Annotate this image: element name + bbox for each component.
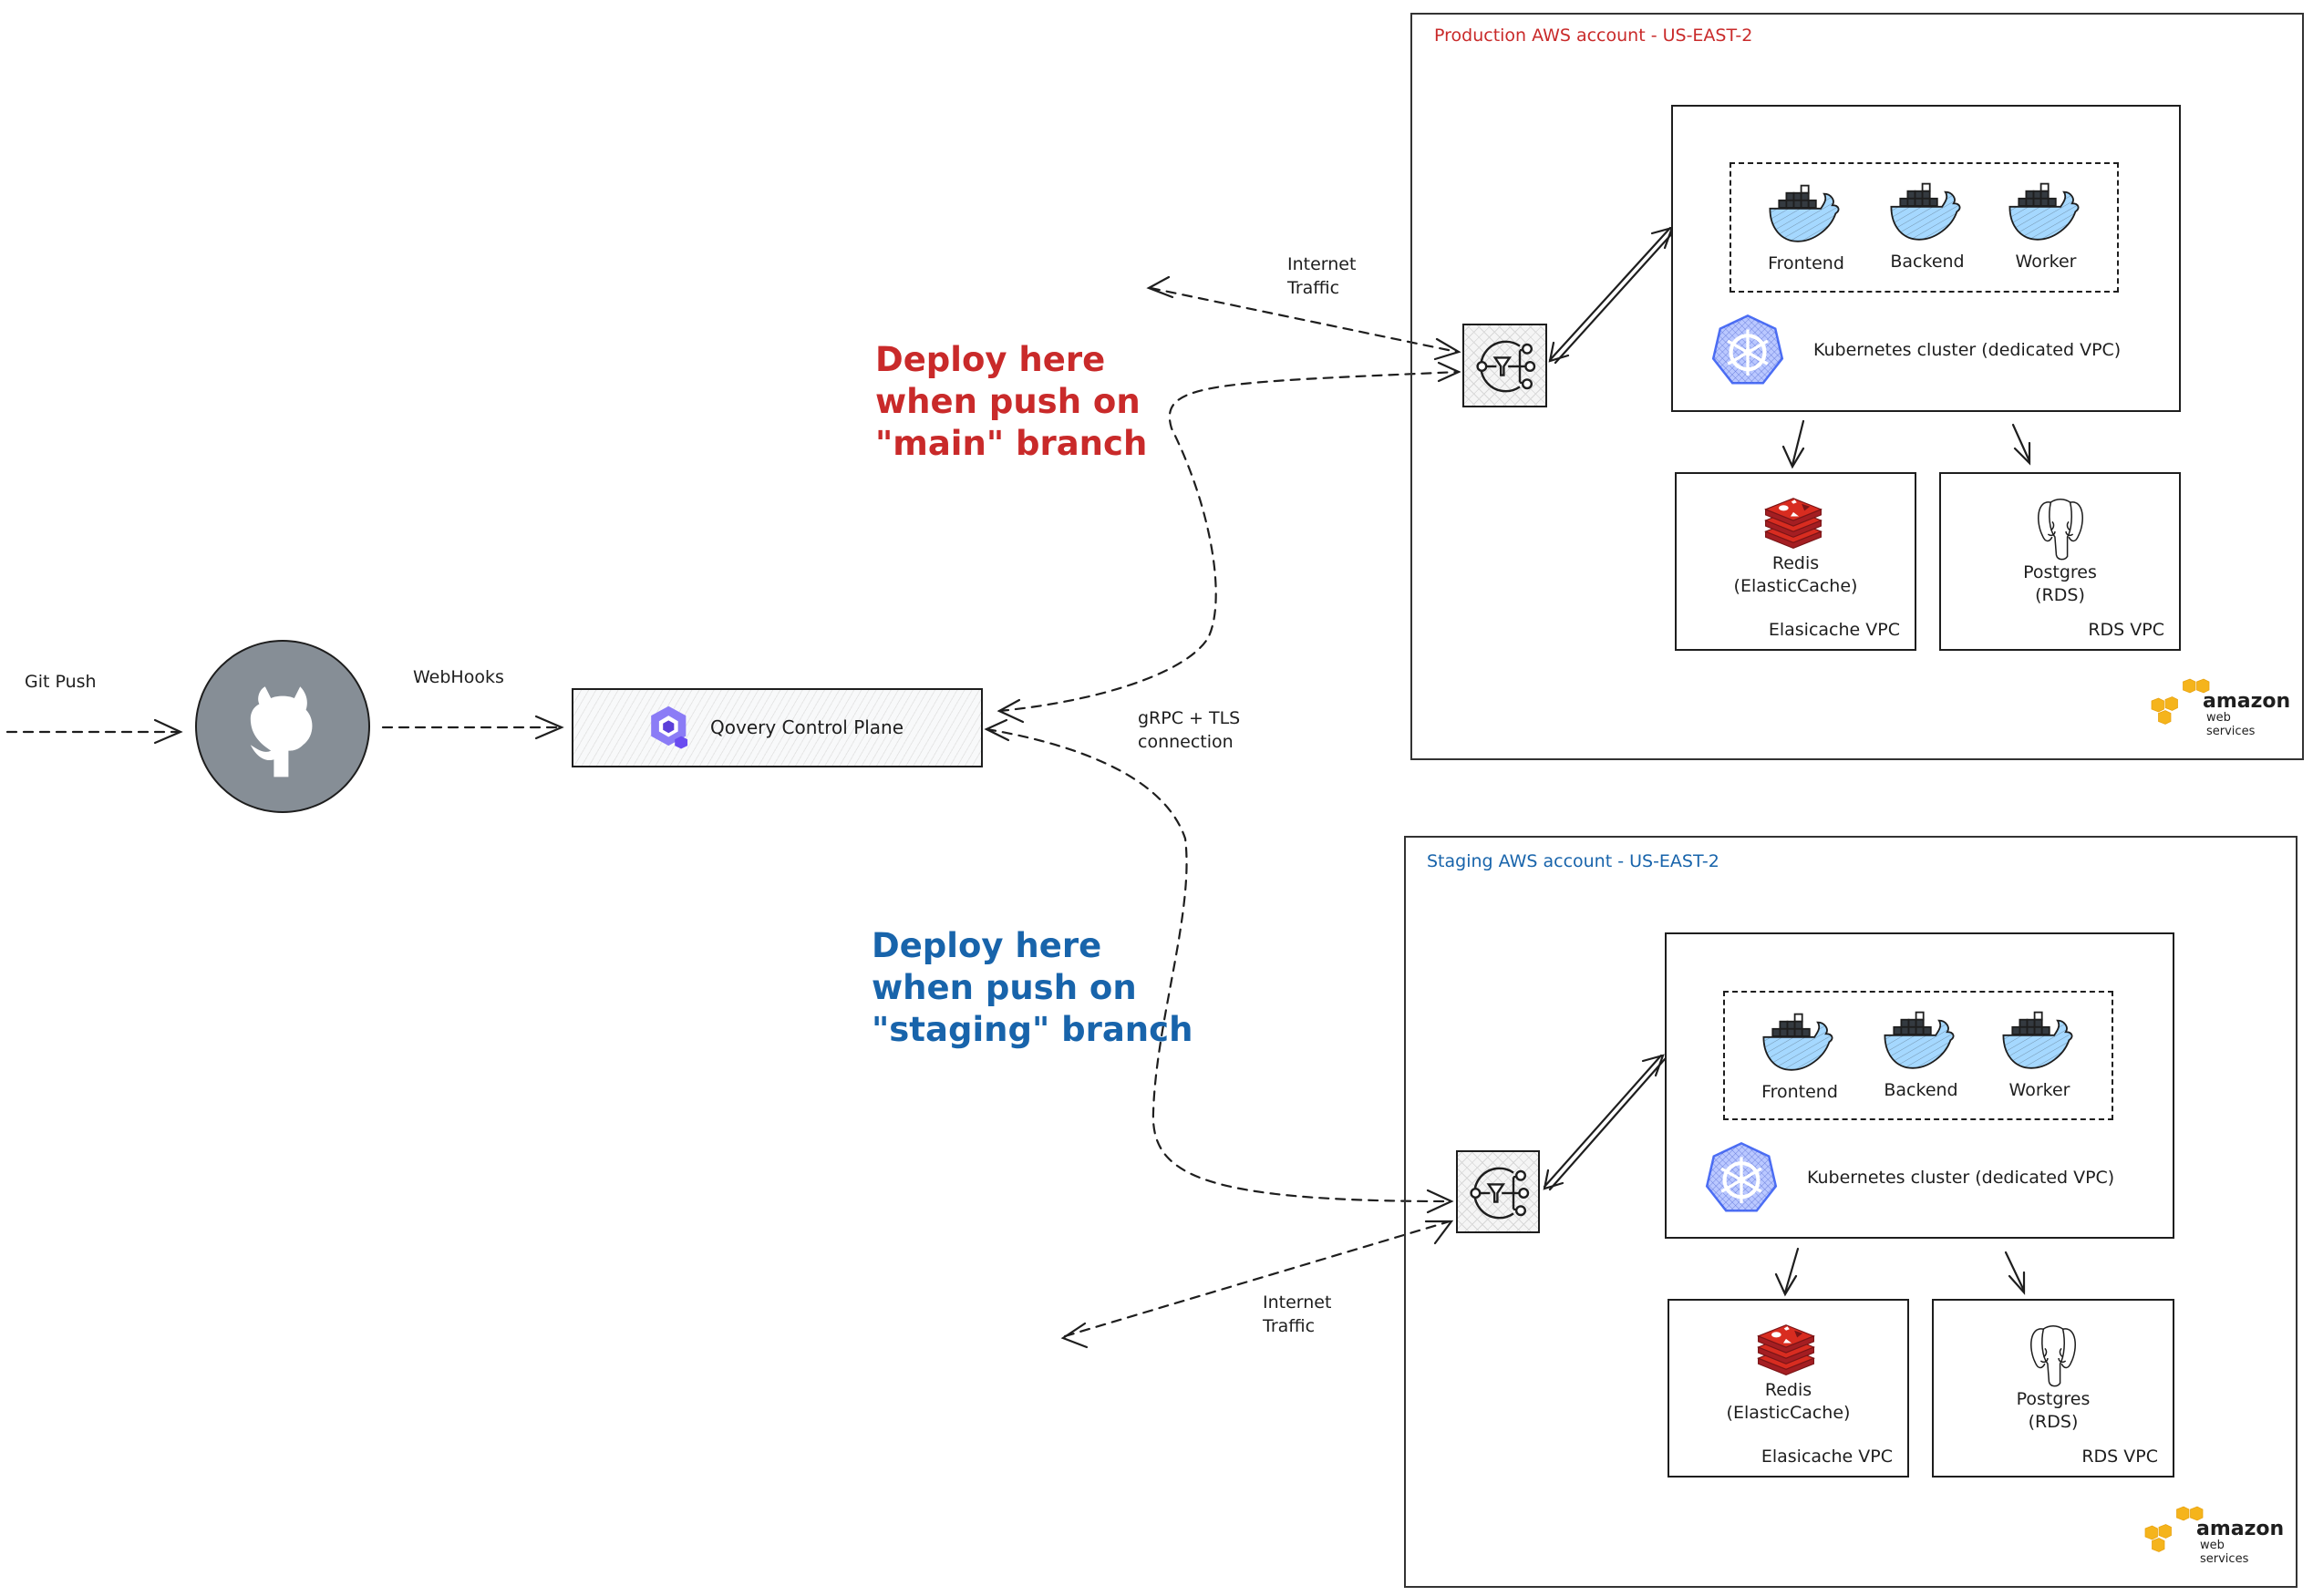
redis-sub: (ElasticCache) xyxy=(1733,576,1858,596)
redis-name: Redis xyxy=(1764,1380,1812,1400)
redis-icon xyxy=(1759,492,1828,549)
staging-services-group: Frontend Backend Worker xyxy=(1723,991,2113,1120)
elasticache-vpc-label: Elasicache VPC xyxy=(1761,1447,1893,1467)
service-worker[interactable]: Worker xyxy=(1989,1009,2090,1100)
production-postgres-vpc[interactable]: Postgres (RDS) RDS VPC xyxy=(1939,472,2181,651)
load-balancer-icon xyxy=(1469,330,1542,403)
staging-account-title: Staging AWS account - US-EAST-2 xyxy=(1427,851,1719,871)
webhooks-label: WebHooks xyxy=(413,667,504,687)
aws-logo-text: amazon xyxy=(2203,690,2291,713)
staging-internet-traffic-label: Internet Traffic xyxy=(1263,1291,1331,1338)
staging-aws-account-frame xyxy=(1404,836,2298,1588)
postgres-elephant-icon xyxy=(2025,1321,2081,1390)
production-redis-vpc[interactable]: Redis (ElasticCache) Elasicache VPC xyxy=(1675,472,1916,651)
grpc-tls-label: gRPC + TLS connection xyxy=(1138,706,1240,754)
service-backend[interactable]: Backend xyxy=(1871,1009,1971,1100)
github-octocat-icon xyxy=(210,654,356,800)
staging-cluster-label: Kubernetes cluster (dedicated VPC) xyxy=(1807,1168,2115,1188)
grpc-label-line1: gRPC + TLS xyxy=(1138,708,1241,728)
internet-traffic-line1: Internet xyxy=(1263,1292,1332,1313)
redis-label: Redis (ElasticCache) xyxy=(1677,552,1915,598)
postgres-label: Postgres (RDS) xyxy=(1941,561,2179,607)
aws-logo-subtext: web services xyxy=(2206,711,2256,738)
service-name: Backend xyxy=(1884,1080,1958,1100)
github-node[interactable] xyxy=(195,640,370,813)
service-name: Frontend xyxy=(1761,1082,1838,1102)
service-frontend[interactable]: Frontend xyxy=(1756,182,1856,273)
internet-traffic-line2: Traffic xyxy=(1287,278,1340,298)
docker-whale-icon xyxy=(1998,1009,2081,1075)
git-push-label: Git Push xyxy=(25,672,97,692)
docker-whale-icon xyxy=(1759,1011,1841,1076)
webhooks-arrow xyxy=(381,715,564,740)
rds-vpc-label: RDS VPC xyxy=(2081,1447,2158,1467)
service-name: Worker xyxy=(2015,252,2077,272)
kubernetes-icon xyxy=(1703,1140,1780,1217)
redis-label: Redis (ElasticCache) xyxy=(1669,1379,1907,1425)
staging-load-balancer[interactable] xyxy=(1456,1150,1540,1233)
postgres-label: Postgres (RDS) xyxy=(1934,1388,2173,1434)
git-push-arrow xyxy=(5,718,183,745)
load-balancer-icon xyxy=(1462,1157,1535,1230)
grpc-label-line2: connection xyxy=(1138,732,1234,752)
production-services-group: Frontend Backend Worker xyxy=(1730,162,2119,293)
qovery-control-plane[interactable]: Qovery Control Plane xyxy=(572,688,983,767)
docker-whale-icon xyxy=(1880,1009,1962,1075)
rds-vpc-label: RDS VPC xyxy=(2088,620,2164,640)
redis-name: Redis xyxy=(1771,553,1820,573)
docker-whale-icon xyxy=(1886,180,1968,246)
service-name: Frontend xyxy=(1768,253,1844,273)
service-backend[interactable]: Backend xyxy=(1877,180,1977,272)
internet-traffic-line2: Traffic xyxy=(1263,1316,1316,1336)
aws-logo-subtext: web services xyxy=(2200,1539,2249,1566)
docker-whale-icon xyxy=(2005,180,2087,246)
qovery-logo-icon xyxy=(646,705,694,752)
internet-traffic-line1: Internet xyxy=(1287,254,1357,274)
control-plane-label: Qovery Control Plane xyxy=(710,716,904,738)
production-deploy-note: Deploy here when push on "main" branch xyxy=(875,340,1148,463)
production-cluster-label: Kubernetes cluster (dedicated VPC) xyxy=(1813,340,2122,360)
elasticache-vpc-label: Elasicache VPC xyxy=(1768,620,1900,640)
service-frontend[interactable]: Frontend xyxy=(1750,1011,1850,1102)
service-worker[interactable]: Worker xyxy=(1996,180,2096,272)
kubernetes-icon xyxy=(1709,313,1786,389)
production-aws-account-frame xyxy=(1410,13,2304,760)
staging-postgres-vpc[interactable]: Postgres (RDS) RDS VPC xyxy=(1932,1299,2174,1478)
postgres-name: Postgres xyxy=(2016,1389,2091,1409)
production-load-balancer[interactable] xyxy=(1462,324,1547,407)
service-name: Backend xyxy=(1890,252,1965,272)
staging-deploy-note: Deploy here when push on "staging" branc… xyxy=(872,926,1193,1049)
redis-icon xyxy=(1751,1319,1821,1375)
staging-internet-traffic-arrow xyxy=(1060,1220,1454,1349)
aws-logo: amazon web services xyxy=(2146,676,2290,738)
service-name: Worker xyxy=(2008,1080,2070,1100)
production-kubernetes-cluster[interactable]: Frontend Backend Worker Kubernetes clust… xyxy=(1671,105,2181,412)
aws-logo-text: amazon xyxy=(2196,1518,2285,1540)
postgres-sub: (RDS) xyxy=(2035,585,2085,605)
postgres-name: Postgres xyxy=(2023,562,2097,582)
postgres-sub: (RDS) xyxy=(2028,1412,2079,1432)
postgres-elephant-icon xyxy=(2032,494,2089,563)
production-internet-traffic-label: Internet Traffic xyxy=(1287,252,1356,300)
redis-sub: (ElasticCache) xyxy=(1726,1403,1851,1423)
aws-logo: amazon web services xyxy=(2140,1504,2284,1566)
staging-kubernetes-cluster[interactable]: Frontend Backend Worker Kubernetes clust… xyxy=(1665,932,2174,1239)
staging-redis-vpc[interactable]: Redis (ElasticCache) Elasicache VPC xyxy=(1668,1299,1909,1478)
docker-whale-icon xyxy=(1765,182,1847,248)
production-account-title: Production AWS account - US-EAST-2 xyxy=(1434,26,1753,46)
